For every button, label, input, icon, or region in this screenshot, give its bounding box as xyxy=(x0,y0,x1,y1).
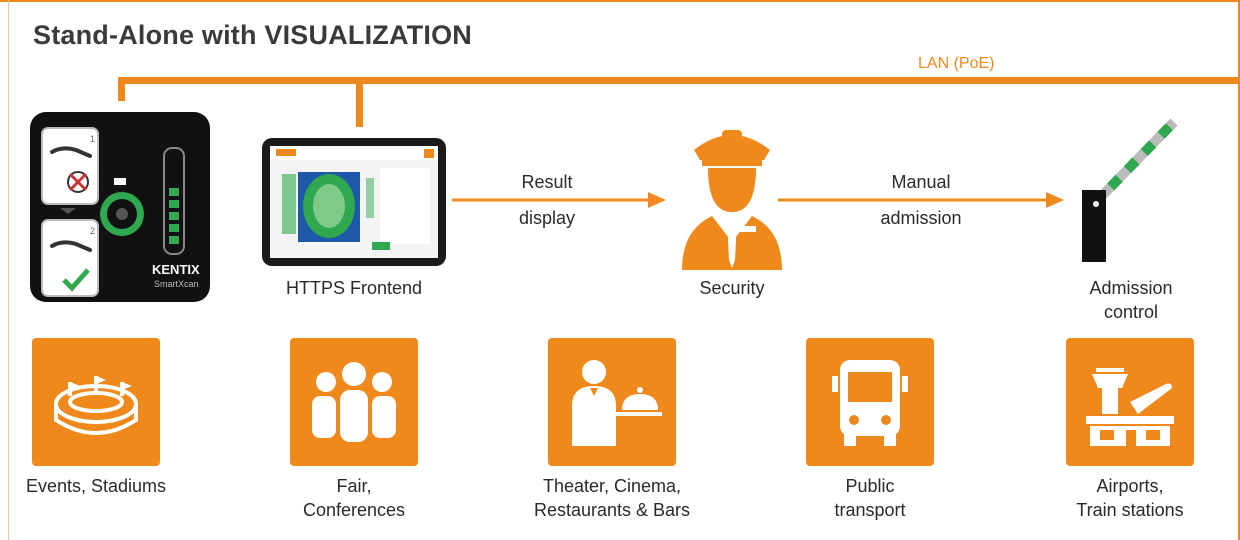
barrier-gate-icon xyxy=(1082,118,1178,262)
diagram-title: Stand-Alone with VISUALIZATION xyxy=(33,20,472,50)
category-label-5: Airports,Train stations xyxy=(1076,476,1184,520)
category-label-3: Theater, Cinema,Restaurants & Bars xyxy=(533,476,691,520)
device-brand: KENTIX xyxy=(152,262,200,277)
admission-label-line2: control xyxy=(1103,302,1159,322)
category-label-2: Fair,Conferences xyxy=(302,476,406,520)
flow2-line1: Manual xyxy=(891,172,951,192)
arrow-manual-admission xyxy=(778,192,1064,208)
lan-label: LAN (PoE) xyxy=(918,55,995,72)
category-tile-airports xyxy=(1066,338,1194,466)
frontend-label: HTTPS Frontend xyxy=(285,278,423,298)
lan-line xyxy=(118,77,1240,84)
waiter-cloche-icon xyxy=(572,360,662,446)
people-group-icon xyxy=(312,362,396,442)
stadium-icon xyxy=(54,376,138,435)
airport-icon xyxy=(1086,368,1174,446)
admission-label-line1: Admission xyxy=(1089,278,1173,298)
flow1-line2: display xyxy=(518,208,576,228)
flow1-line1: Result xyxy=(521,172,573,192)
security-guard-icon xyxy=(682,130,782,270)
arrow-result-display xyxy=(452,192,666,208)
category-label-1: Events, Stadiums xyxy=(25,476,167,496)
security-label: Security xyxy=(699,278,765,298)
slot1-number: 1 xyxy=(90,134,95,144)
frame-left-border xyxy=(8,0,9,540)
category-tile-stadiums xyxy=(32,338,160,466)
category-tile-restaurants xyxy=(548,338,676,466)
lan-drop-device xyxy=(118,77,125,101)
slot2-number: 2 xyxy=(90,226,95,236)
bus-icon xyxy=(832,360,908,446)
device-model: SmartXcan xyxy=(154,279,199,289)
lan-drop-frontend xyxy=(356,77,363,127)
category-tile-conferences xyxy=(290,338,418,466)
flow2-line2: admission xyxy=(880,208,962,228)
tablet-frontend-image xyxy=(262,138,446,266)
kentix-device: 1 2 KENTIX SmartXcan xyxy=(30,112,210,302)
category-tile-transport xyxy=(806,338,934,466)
